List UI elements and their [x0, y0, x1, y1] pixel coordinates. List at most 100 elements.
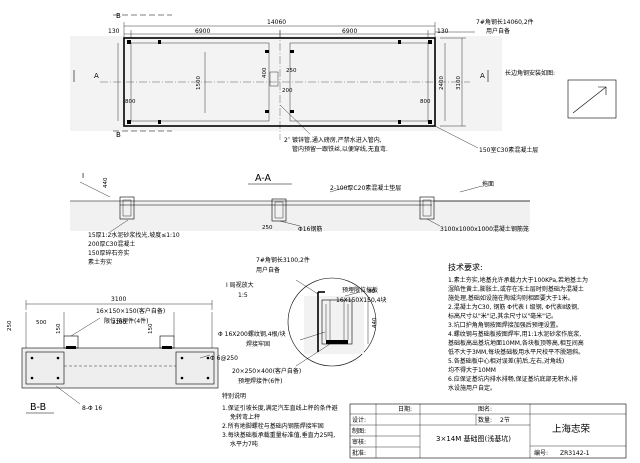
- special-notes-title: 特别说明: [222, 392, 246, 400]
- detail-note-user: 用户自备: [256, 266, 280, 274]
- detail-scale: 1:5: [238, 292, 248, 299]
- tb-number-label: 编号:: [534, 449, 548, 457]
- tech-line: 低不大于3MM,每块基础板用水平尺校平不脱翘斜。: [448, 348, 584, 356]
- dim-200: 200: [282, 88, 293, 94]
- tech-line: 均不得大于10MM: [448, 366, 496, 374]
- section-aa-dim-440: 440: [103, 177, 109, 188]
- special-note-line: 免转弯上秤: [230, 413, 260, 421]
- tech-line: 水设施用户自定。: [448, 384, 496, 392]
- detail-bolt-2: 焊接牢固: [246, 340, 270, 348]
- note-user-supply-top: 用户自备: [486, 27, 510, 35]
- note-conduit-1: 2″ 镀锌管,通入磅房,严禁水进入管内,: [284, 136, 382, 144]
- tech-line: 湿陷性黄土,膨胀土,或存在冻土层时则基础为混凝土: [448, 285, 584, 293]
- note-conduit-2: 管内预留一跟铁丝,以便穿线,无直弯.: [292, 145, 388, 153]
- bb-note-plate-1: 16×150×150(客户自备): [96, 307, 165, 315]
- plate: [127, 40, 131, 44]
- dim-total: 14060: [267, 19, 286, 26]
- section-aa-title: A-A: [255, 173, 272, 184]
- dim-right-edge: 130: [437, 28, 449, 35]
- detail-dim-440: 440: [372, 317, 378, 328]
- section-mark-a-left: A: [94, 72, 99, 80]
- special-note-line: 1.保证引坡长度,满足汽车直线上秤的条件避: [222, 404, 338, 412]
- tech-line: 3.坑口护角角钢按图焊接加强后预埋设置。: [448, 321, 562, 329]
- plate: [158, 120, 161, 124]
- plate: [158, 40, 161, 44]
- tech-line: 施处理,基础如设施在陶城沟则相距要大于1米。: [448, 294, 574, 302]
- detail-note-angle: 7#角钢长3100,2件: [256, 256, 310, 264]
- note-ramp: 拖面: [482, 180, 494, 188]
- tech-line: 标高尺寸以"米"记,其余尺寸以"毫米"记。: [448, 312, 557, 320]
- tb-drawing-name-label: 图名:: [478, 405, 492, 413]
- special-notes: 特别说明 1.保证引坡长度,满足汽车直线上秤的条件避 免转弯上秤 2.所有地脚螺…: [222, 392, 338, 448]
- tech-line: 4.螺纹钢与基础板按图焊牢,用1:1水泥砂浆作底浆,: [448, 330, 581, 338]
- detail-title: I 局视放大: [226, 281, 254, 289]
- tech-line: 5.各基础板中心相对误差(前后,左右,对角线): [448, 357, 564, 365]
- section-mark-a-right: A: [480, 72, 485, 80]
- bb-dim-150a: 150: [56, 323, 62, 334]
- section-aa-dim-250: 250: [262, 225, 273, 231]
- dim-half-left: 6900: [195, 28, 210, 35]
- bb-note-rebar: 8-Φ 16: [82, 405, 102, 412]
- detail-i: 7#角钢长3100,2件 用户自备 I 局视放大 1:5 预埋限位挡板 16X1…: [218, 256, 387, 385]
- bb-dim-2100: 2100: [112, 320, 126, 326]
- tech-requirements: 技术要求: 1.素土夯实,地基允许承载力大于100KPa,若地基土为 湿陷性黄土…: [448, 262, 588, 392]
- detail-embed-1: 20×250×400(客户自备): [232, 367, 301, 375]
- bb-dim-3100: 3100: [111, 296, 126, 303]
- tb-company: 上海志荣: [552, 423, 591, 435]
- tech-line: 2.混凝土为C30, 钢筋 Φ代表 I 级钢, Φ代表Ⅱ级钢,: [448, 303, 579, 311]
- special-note-line: 水平力7吨: [230, 440, 258, 448]
- note-rebar: Φ16钢筋: [298, 225, 322, 233]
- dim-left-edge: 130: [108, 28, 120, 35]
- note-cushion: 2-100厚C20素混凝土垫层: [330, 184, 401, 192]
- tech-title: 技术要求:: [448, 262, 483, 272]
- section-aa-label-i: I: [82, 172, 84, 180]
- detail-embed-2: 预埋焊接件(6件): [238, 377, 283, 385]
- plate: [265, 50, 269, 53]
- dim-250: 250: [286, 68, 297, 74]
- plate: [265, 110, 269, 113]
- dim-2400: 2400: [439, 76, 445, 90]
- tech-line: 1.素土夯实,地基允许承载力大于100KPa,若地基土为: [448, 276, 588, 284]
- tb-quantity-value: 2节: [500, 416, 510, 424]
- angle-install-detail: [567, 79, 617, 119]
- tb-date-label: 日期:: [398, 405, 412, 413]
- plate: [127, 120, 131, 124]
- dim-half-right: 6900: [342, 28, 357, 35]
- bb-note-plate-2: 限位预埋件(4件): [104, 317, 149, 325]
- title-block: 日期: 设计: 制图: 审核: 批准: 图名: 数量: 2节 3×14M 基础图…: [349, 403, 627, 459]
- special-note-line: 3.每块基础板承载重量标准值,垂直力25吨,: [222, 431, 335, 439]
- note-pit: 3100x1000x1000混凝土钢筋笼: [440, 225, 529, 233]
- detail-plate-size: 16X150X150,4块: [336, 296, 387, 304]
- tb-design-label: 设计:: [352, 416, 366, 424]
- bb-dim-250: 250: [7, 320, 13, 331]
- detail-stop-plate: 预埋限位挡板: [342, 286, 378, 294]
- ground-fill: [70, 36, 502, 131]
- junction-box: [269, 71, 279, 87]
- tb-drawing-title: 3×14M 基础图(浅基坑): [436, 434, 511, 443]
- tb-check-label: 审核:: [352, 438, 366, 446]
- dim-400: 400: [262, 67, 268, 78]
- bb-note-phi250: Φ 6@250: [210, 355, 238, 362]
- layer-1: 15厚1:2水泥砂浆找光,坡度≤1:10: [88, 231, 180, 239]
- note-concrete-150: 150室C30素混凝土层: [479, 146, 538, 154]
- section-aa: A-A I 440 2-100厚C20素混凝土垫层 拖面 Φ16钢筋 3100x…: [70, 172, 530, 266]
- section-mark-b-bottom: B: [116, 131, 121, 139]
- plate: [398, 40, 401, 44]
- plate: [428, 120, 432, 124]
- detail-dim-80: 80: [368, 289, 375, 295]
- special-note-line: 2.所有地脚螺栓与基础内钢筋焊接牢固: [222, 422, 324, 430]
- tech-line: 6.应保证基坑内排水排畅,保证基坑底部无积水,排: [448, 375, 578, 383]
- tech-line: 基础板高出基坑地面10MM,各块板顶等高,相互间高: [448, 339, 584, 347]
- note-angle-steel-top: 7#角钢长14060,2件: [476, 18, 534, 26]
- detail-bolt-1: Φ 16X200螺纹钢,4根/块: [218, 330, 286, 338]
- dim-3100: 3100: [456, 76, 462, 90]
- section-mark-b-top: B: [116, 12, 121, 20]
- bb-dim-500: 500: [36, 320, 47, 326]
- tb-approve-label: 批准:: [352, 449, 366, 457]
- dim-800-left: 800: [125, 99, 136, 105]
- plate: [428, 40, 432, 44]
- plate: [398, 120, 401, 124]
- dim-1500: 1500: [196, 76, 202, 90]
- tb-quantity-label: 数量:: [478, 416, 492, 424]
